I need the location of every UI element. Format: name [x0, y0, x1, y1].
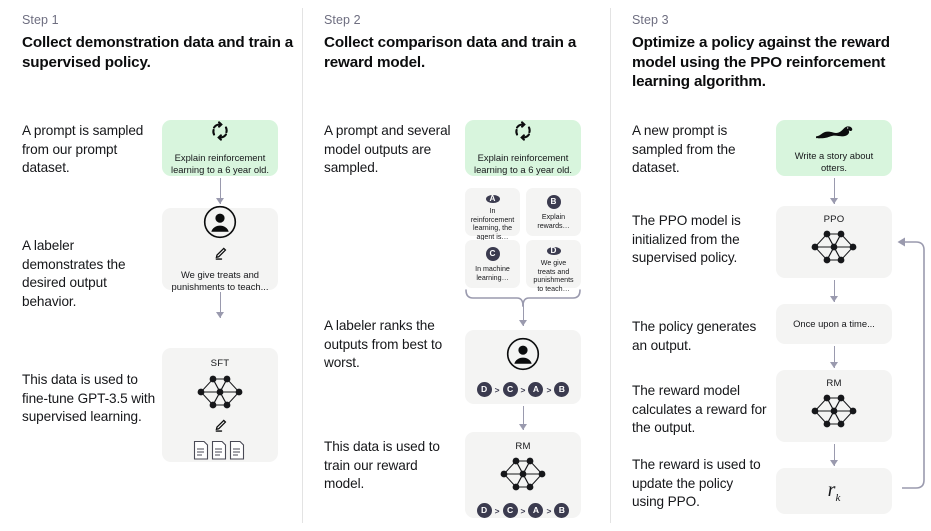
neural-network-icon [192, 372, 248, 417]
documents-icon [192, 440, 248, 466]
output-text-c: In machine learning… [475, 265, 510, 282]
rank-gt: > [494, 384, 500, 395]
option-letter-c: C [485, 247, 500, 261]
rank-pill-3: A [528, 382, 544, 397]
step-2-prompt-text: Explain reinforcement learning to a 6 ye… [474, 151, 572, 175]
step-1-label: Step 1 [22, 13, 59, 27]
rank-pill-1: D [476, 382, 492, 397]
step-3-title: Optimize a policy against the reward mod… [632, 34, 890, 90]
step-2-rm-card[interactable]: RM [465, 432, 581, 518]
step-2-note-3: This data is used to train our reward mo… [324, 439, 440, 492]
ppo-feedback-loop [886, 228, 931, 501]
output-card-a[interactable]: A In reinforcement learning, the agent i… [465, 188, 520, 241]
step-3-arrow-3 [829, 346, 840, 368]
step-3-note-3: The policy generates an output. [632, 319, 757, 353]
step-3-note-2: The PPO model is initialized from the su… [632, 213, 741, 266]
step-3-ppo-title: PPO [823, 214, 845, 225]
step-3-arrow-4 [829, 444, 840, 466]
rank-pill-3: A [528, 503, 544, 518]
refresh-cycle-icon [209, 120, 231, 147]
otter-icon [814, 122, 854, 145]
output-text-b: Explain rewards… [537, 213, 570, 230]
neural-network-icon [806, 227, 862, 272]
rank-pill-2: C [502, 382, 518, 397]
step-1-title: Collect demonstration data and train a s… [22, 34, 294, 71]
person-avatar-icon [203, 205, 237, 244]
step-1-labeler-text: We give treats and punishments to teach.… [171, 268, 269, 292]
step-2-title: Collect comparison data and train a rewa… [324, 34, 577, 71]
step-2-column: Step 2 Collect comparison data and train… [302, 0, 610, 531]
rank-pill-1: D [476, 503, 492, 518]
rank-gt: > [520, 384, 526, 395]
step-3-label: Step 3 [632, 13, 669, 27]
step-3-ppo-card[interactable]: PPO [776, 206, 892, 278]
step-3-rm-card[interactable]: RM [776, 370, 892, 442]
output-text-a: In reinforcement learning, the agent is… [470, 207, 515, 241]
step-1-note-2: A labeler demonstrates the desired outpu… [22, 238, 126, 309]
output-card-b[interactable]: B Explain rewards… [526, 188, 581, 236]
rank-pill-2: C [502, 503, 518, 518]
step-2-arrow-2 [518, 406, 529, 430]
labeler-ranking: D > C > A > B [476, 382, 570, 397]
rm-ranking: D > C > A > B [476, 503, 570, 518]
option-letter-a: A [485, 194, 500, 204]
pencil-icon [213, 418, 228, 438]
rank-pill-4: B [554, 382, 570, 397]
step-3-arrow-1 [829, 178, 840, 204]
step-1-arrow-1 [215, 178, 226, 204]
step-3-column: Step 3 Optimize a policy against the rew… [610, 0, 931, 531]
step-3-prompt-card[interactable]: Write a story about otters. [776, 120, 892, 176]
rank-gt: > [546, 384, 552, 395]
step-3-prompt-text: Write a story about otters. [794, 149, 874, 173]
step-1-prompt-card[interactable]: Explain reinforcement learning to a 6 ye… [162, 120, 278, 176]
option-letter-d: D [546, 246, 561, 256]
step-3-rm-title: RM [826, 378, 842, 389]
pencil-icon [213, 246, 228, 266]
output-text-d: We give treats and punishments to teach… [533, 259, 574, 293]
step-1-labeler-card[interactable]: We give treats and punishments to teach.… [162, 205, 278, 292]
step-2-arrow-1 [518, 304, 529, 326]
step-1-note-1: A prompt is sampled from our prompt data… [22, 123, 144, 176]
step-3-note-5: The reward is used to update the policy … [632, 457, 761, 510]
column-divider-1 [302, 8, 303, 523]
option-letter-b: B [546, 195, 561, 209]
step-3-note-4: The reward model calculates a reward for… [632, 383, 767, 436]
step-3-output-text: Once upon a time... [793, 317, 875, 329]
step-3-output-card[interactable]: Once upon a time... [776, 304, 892, 344]
merge-brace [462, 288, 584, 329]
step-2-rm-title: RM [515, 441, 531, 452]
neural-network-icon [806, 391, 862, 436]
step-2-prompt-card[interactable]: Explain reinforcement learning to a 6 ye… [465, 120, 581, 176]
neural-network-icon [495, 454, 551, 499]
output-card-c[interactable]: C In machine learning… [465, 240, 520, 288]
step-3-arrow-2 [829, 280, 840, 302]
rank-gt: > [520, 505, 526, 516]
step-2-note-1: A prompt and several model outputs are s… [324, 123, 451, 176]
refresh-cycle-icon [512, 120, 534, 147]
step-1-arrow-2 [215, 292, 226, 318]
person-avatar-icon [506, 337, 540, 376]
step-1-sft-title: SFT [210, 358, 230, 369]
reward-symbol: rk [827, 478, 841, 504]
output-card-d[interactable]: D We give treats and punishments to teac… [526, 240, 581, 293]
step-1-prompt-text: Explain reinforcement learning to a 6 ye… [171, 151, 269, 175]
column-divider-2 [610, 8, 611, 523]
step-3-reward-card[interactable]: rk [776, 468, 892, 514]
step-1-note-3: This data is used to fine-tune GPT-3.5 w… [22, 372, 156, 425]
step-1-sft-card[interactable]: SFT [162, 348, 278, 462]
step-1-column: Step 1 Collect demonstration data and tr… [0, 0, 302, 531]
rank-gt: > [494, 505, 500, 516]
step-2-note-2: A labeler ranks the outputs from best to… [324, 318, 443, 371]
rank-pill-4: B [554, 503, 570, 518]
rank-gt: > [546, 505, 552, 516]
step-2-labeler-card[interactable]: D > C > A > B [465, 330, 581, 404]
step-3-note-1: A new prompt is sampled from the dataset… [632, 123, 736, 176]
step-2-label: Step 2 [324, 13, 361, 27]
